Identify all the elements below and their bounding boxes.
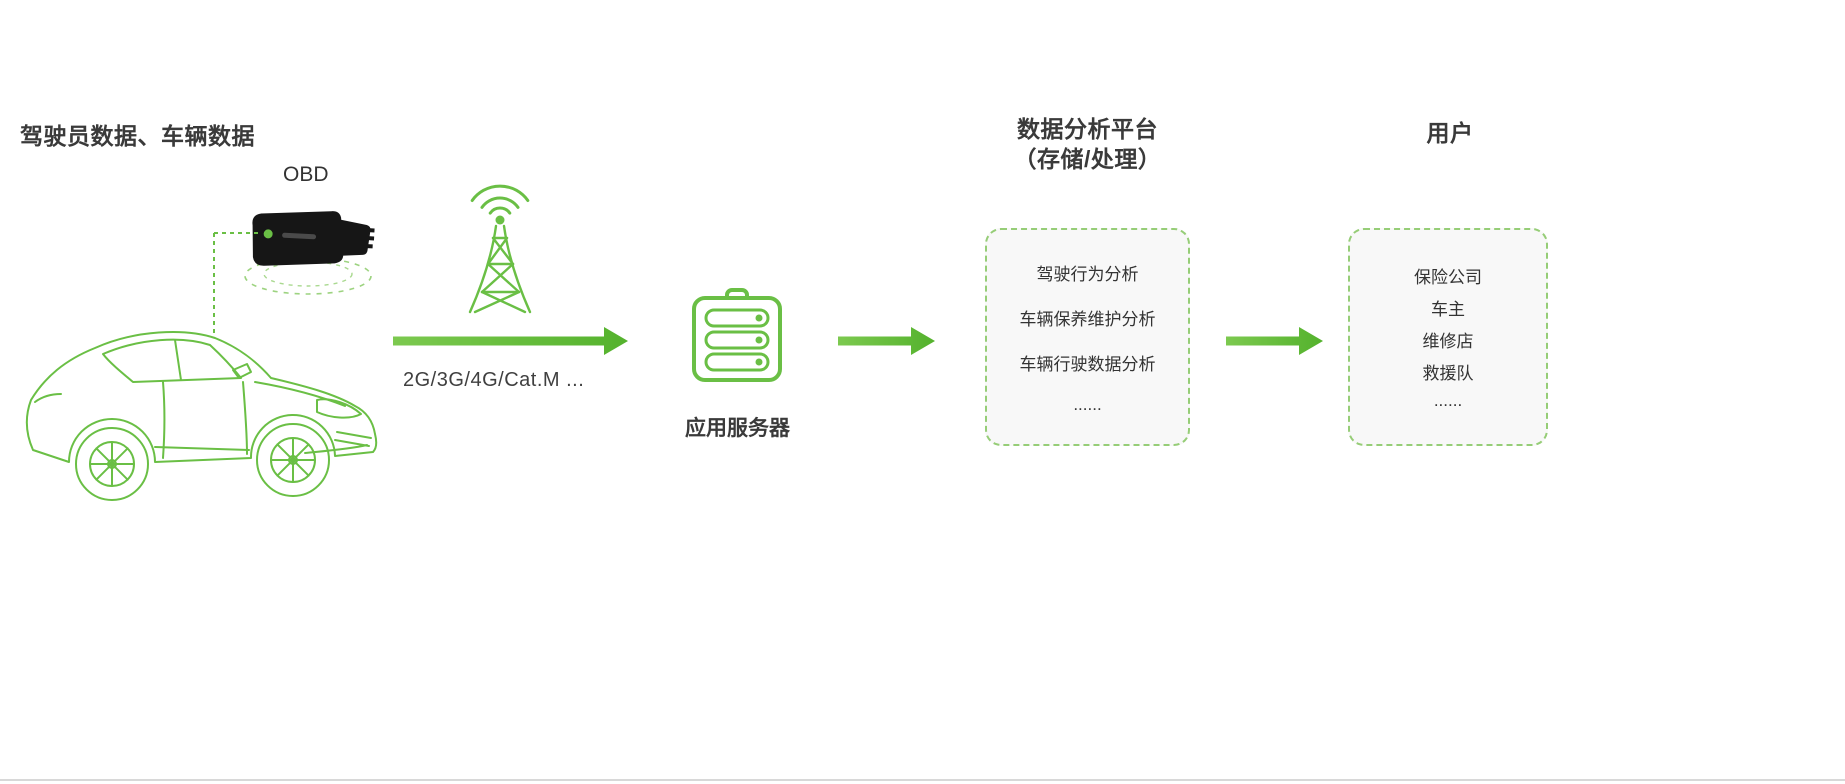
users-item: 车主 bbox=[1431, 300, 1465, 319]
users-title: 用户 bbox=[1426, 120, 1474, 146]
users-box: 保险公司 车主 维修店 救援队 ...... bbox=[1348, 228, 1548, 446]
platform-item: ...... bbox=[1073, 394, 1102, 414]
server-label: 应用服务器 bbox=[685, 417, 790, 440]
platform-item: 车辆行驶数据分析 bbox=[1019, 354, 1156, 374]
signal-ellipse-inner bbox=[263, 261, 353, 287]
device-print bbox=[282, 232, 317, 240]
users-item: ...... bbox=[1433, 391, 1463, 410]
obd-label: OBD bbox=[283, 163, 329, 186]
platform-item: 车辆保养维护分析 bbox=[1019, 309, 1156, 329]
server-icon bbox=[692, 288, 782, 382]
obd-car-connection-line bbox=[213, 232, 258, 337]
platform-title: 数据分析平台 （存储/处理） bbox=[975, 114, 1200, 174]
platform-box: 驾驶行为分析 车辆保养维护分析 车辆行驶数据分析 ...... bbox=[985, 228, 1190, 446]
obd-device-icon bbox=[244, 211, 375, 295]
users-item: 维修店 bbox=[1422, 332, 1474, 351]
source-data-title: 驾驶员数据、车辆数据 bbox=[20, 123, 255, 149]
car-illustration bbox=[25, 331, 378, 501]
arrow-platform-to-users bbox=[1226, 327, 1323, 355]
arrow-server-to-platform bbox=[838, 327, 935, 355]
users-item: 保险公司 bbox=[1414, 268, 1482, 287]
network-technology-label: 2G/3G/4G/Cat.M ... bbox=[403, 369, 585, 391]
platform-item: 驾驶行为分析 bbox=[1036, 264, 1139, 284]
obd-dongle-body bbox=[252, 211, 375, 266]
users-item: 救援队 bbox=[1422, 364, 1474, 383]
radio-tower-icon bbox=[468, 184, 532, 314]
platform-title-line2: （存储/处理） bbox=[1013, 146, 1162, 172]
device-led-dot bbox=[263, 229, 273, 239]
platform-title-line1: 数据分析平台 bbox=[1017, 116, 1158, 142]
bottom-divider bbox=[0, 779, 1845, 781]
signal-ellipse-outer bbox=[244, 257, 372, 295]
arrow-network-to-server bbox=[393, 327, 628, 355]
